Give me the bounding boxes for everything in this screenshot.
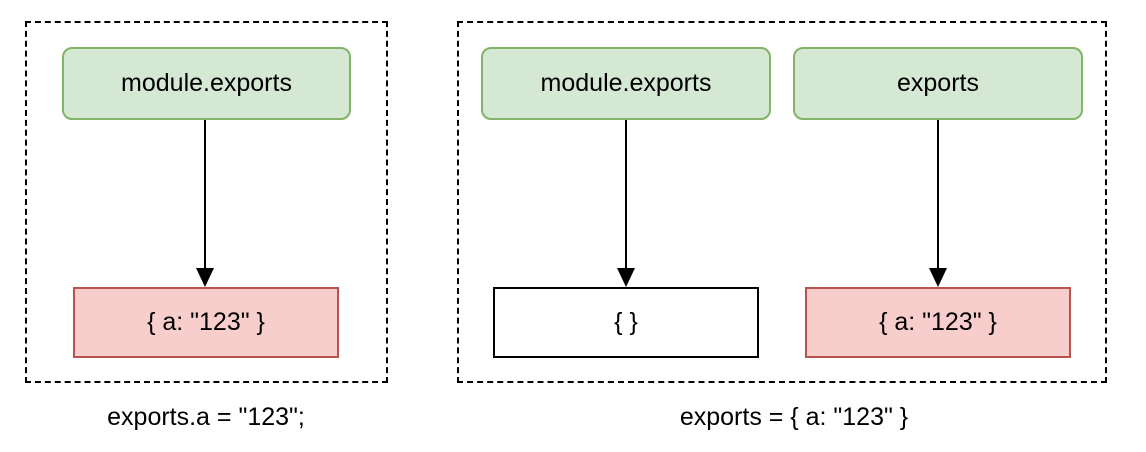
right-exports-label: exports [897,69,979,97]
right-object-label: { a: "123" } [879,308,997,336]
left-scenario-frame [25,21,388,383]
left-module-exports-node: module.exports [62,47,351,120]
right-caption: exports = { a: "123" } [679,403,909,431]
right-exports-node: exports [793,47,1083,120]
right-empty-object-node: { } [493,287,759,358]
right-module-exports-label: module.exports [540,69,712,97]
right-object-node: { a: "123" } [805,287,1071,358]
right-empty-object-label: { } [614,308,638,336]
right-scenario-frame [457,21,1107,383]
left-object-label: { a: "123" } [147,308,265,336]
left-module-exports-label: module.exports [121,69,292,97]
right-module-exports-node: module.exports [481,47,771,120]
left-object-node: { a: "123" } [73,287,339,358]
left-caption: exports.a = "123"; [107,403,305,431]
